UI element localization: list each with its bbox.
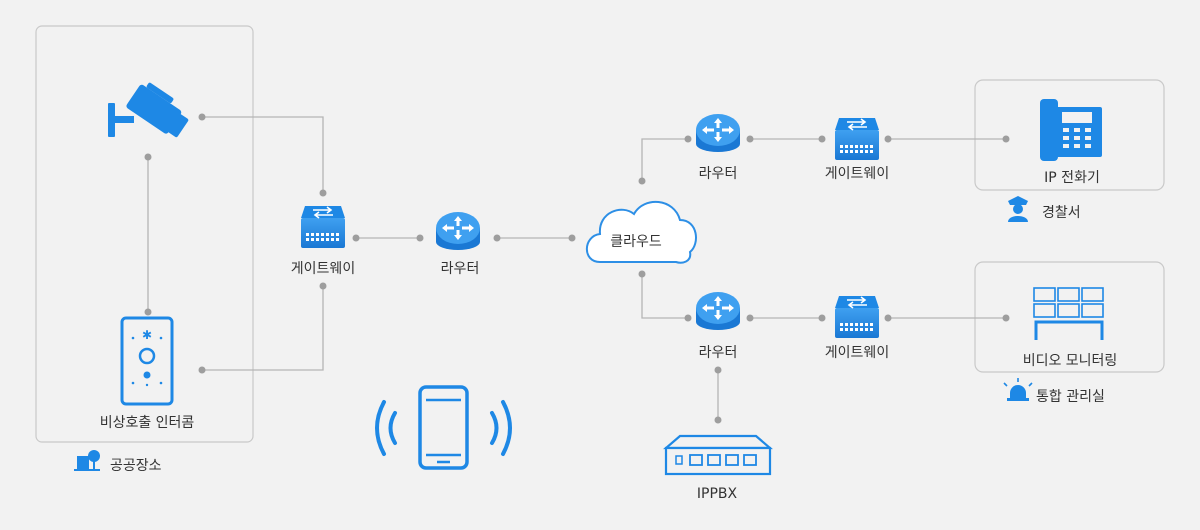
router-top-label: 라우터	[698, 166, 738, 182]
public-place-label: 공공장소	[110, 458, 162, 474]
connection-lines	[147, 116, 1006, 420]
control-room-label: 통합 관리실	[1036, 389, 1105, 405]
router-center-label: 라우터	[440, 261, 480, 277]
intercom-label: 비상호출 인터콤	[99, 415, 195, 431]
ip-phone-icon	[1040, 99, 1102, 161]
gateway-top-label: 게이트웨이	[824, 166, 890, 182]
gateway-left-label: 게이트웨이	[290, 261, 356, 277]
ippbx-switch-icon	[663, 434, 773, 476]
cloud-label: 클라우드	[610, 234, 662, 250]
connection-dots	[144, 113, 1010, 424]
public-place-group	[35, 25, 254, 443]
cloud-icon	[585, 200, 697, 264]
siren-icon	[1003, 378, 1033, 401]
svg-text:✱: ✱	[142, 328, 152, 342]
gateway-icon	[835, 296, 879, 338]
router-icon	[436, 212, 480, 250]
smartphone-wireless-icon	[375, 385, 512, 470]
gateway-icon	[301, 206, 345, 248]
video-wall-icon	[1033, 287, 1104, 340]
gateway-icon	[835, 118, 879, 160]
ippbx-label: IPPBX	[696, 486, 738, 502]
intercom-icon: ✱	[120, 316, 174, 406]
police-label: 경찰서	[1042, 205, 1081, 221]
router-bottom-label: 라우터	[698, 345, 738, 361]
router-icon	[696, 292, 740, 330]
gateway-bottom-label: 게이트웨이	[824, 345, 890, 361]
police-icon	[1008, 196, 1028, 222]
ip-phone-label: IP 전화기	[1044, 170, 1100, 186]
video-monitoring-label: 비디오 모니터링	[1022, 353, 1118, 369]
router-icon	[696, 114, 740, 152]
cctv-camera-icon	[108, 82, 189, 138]
public-place-icon	[74, 450, 100, 471]
